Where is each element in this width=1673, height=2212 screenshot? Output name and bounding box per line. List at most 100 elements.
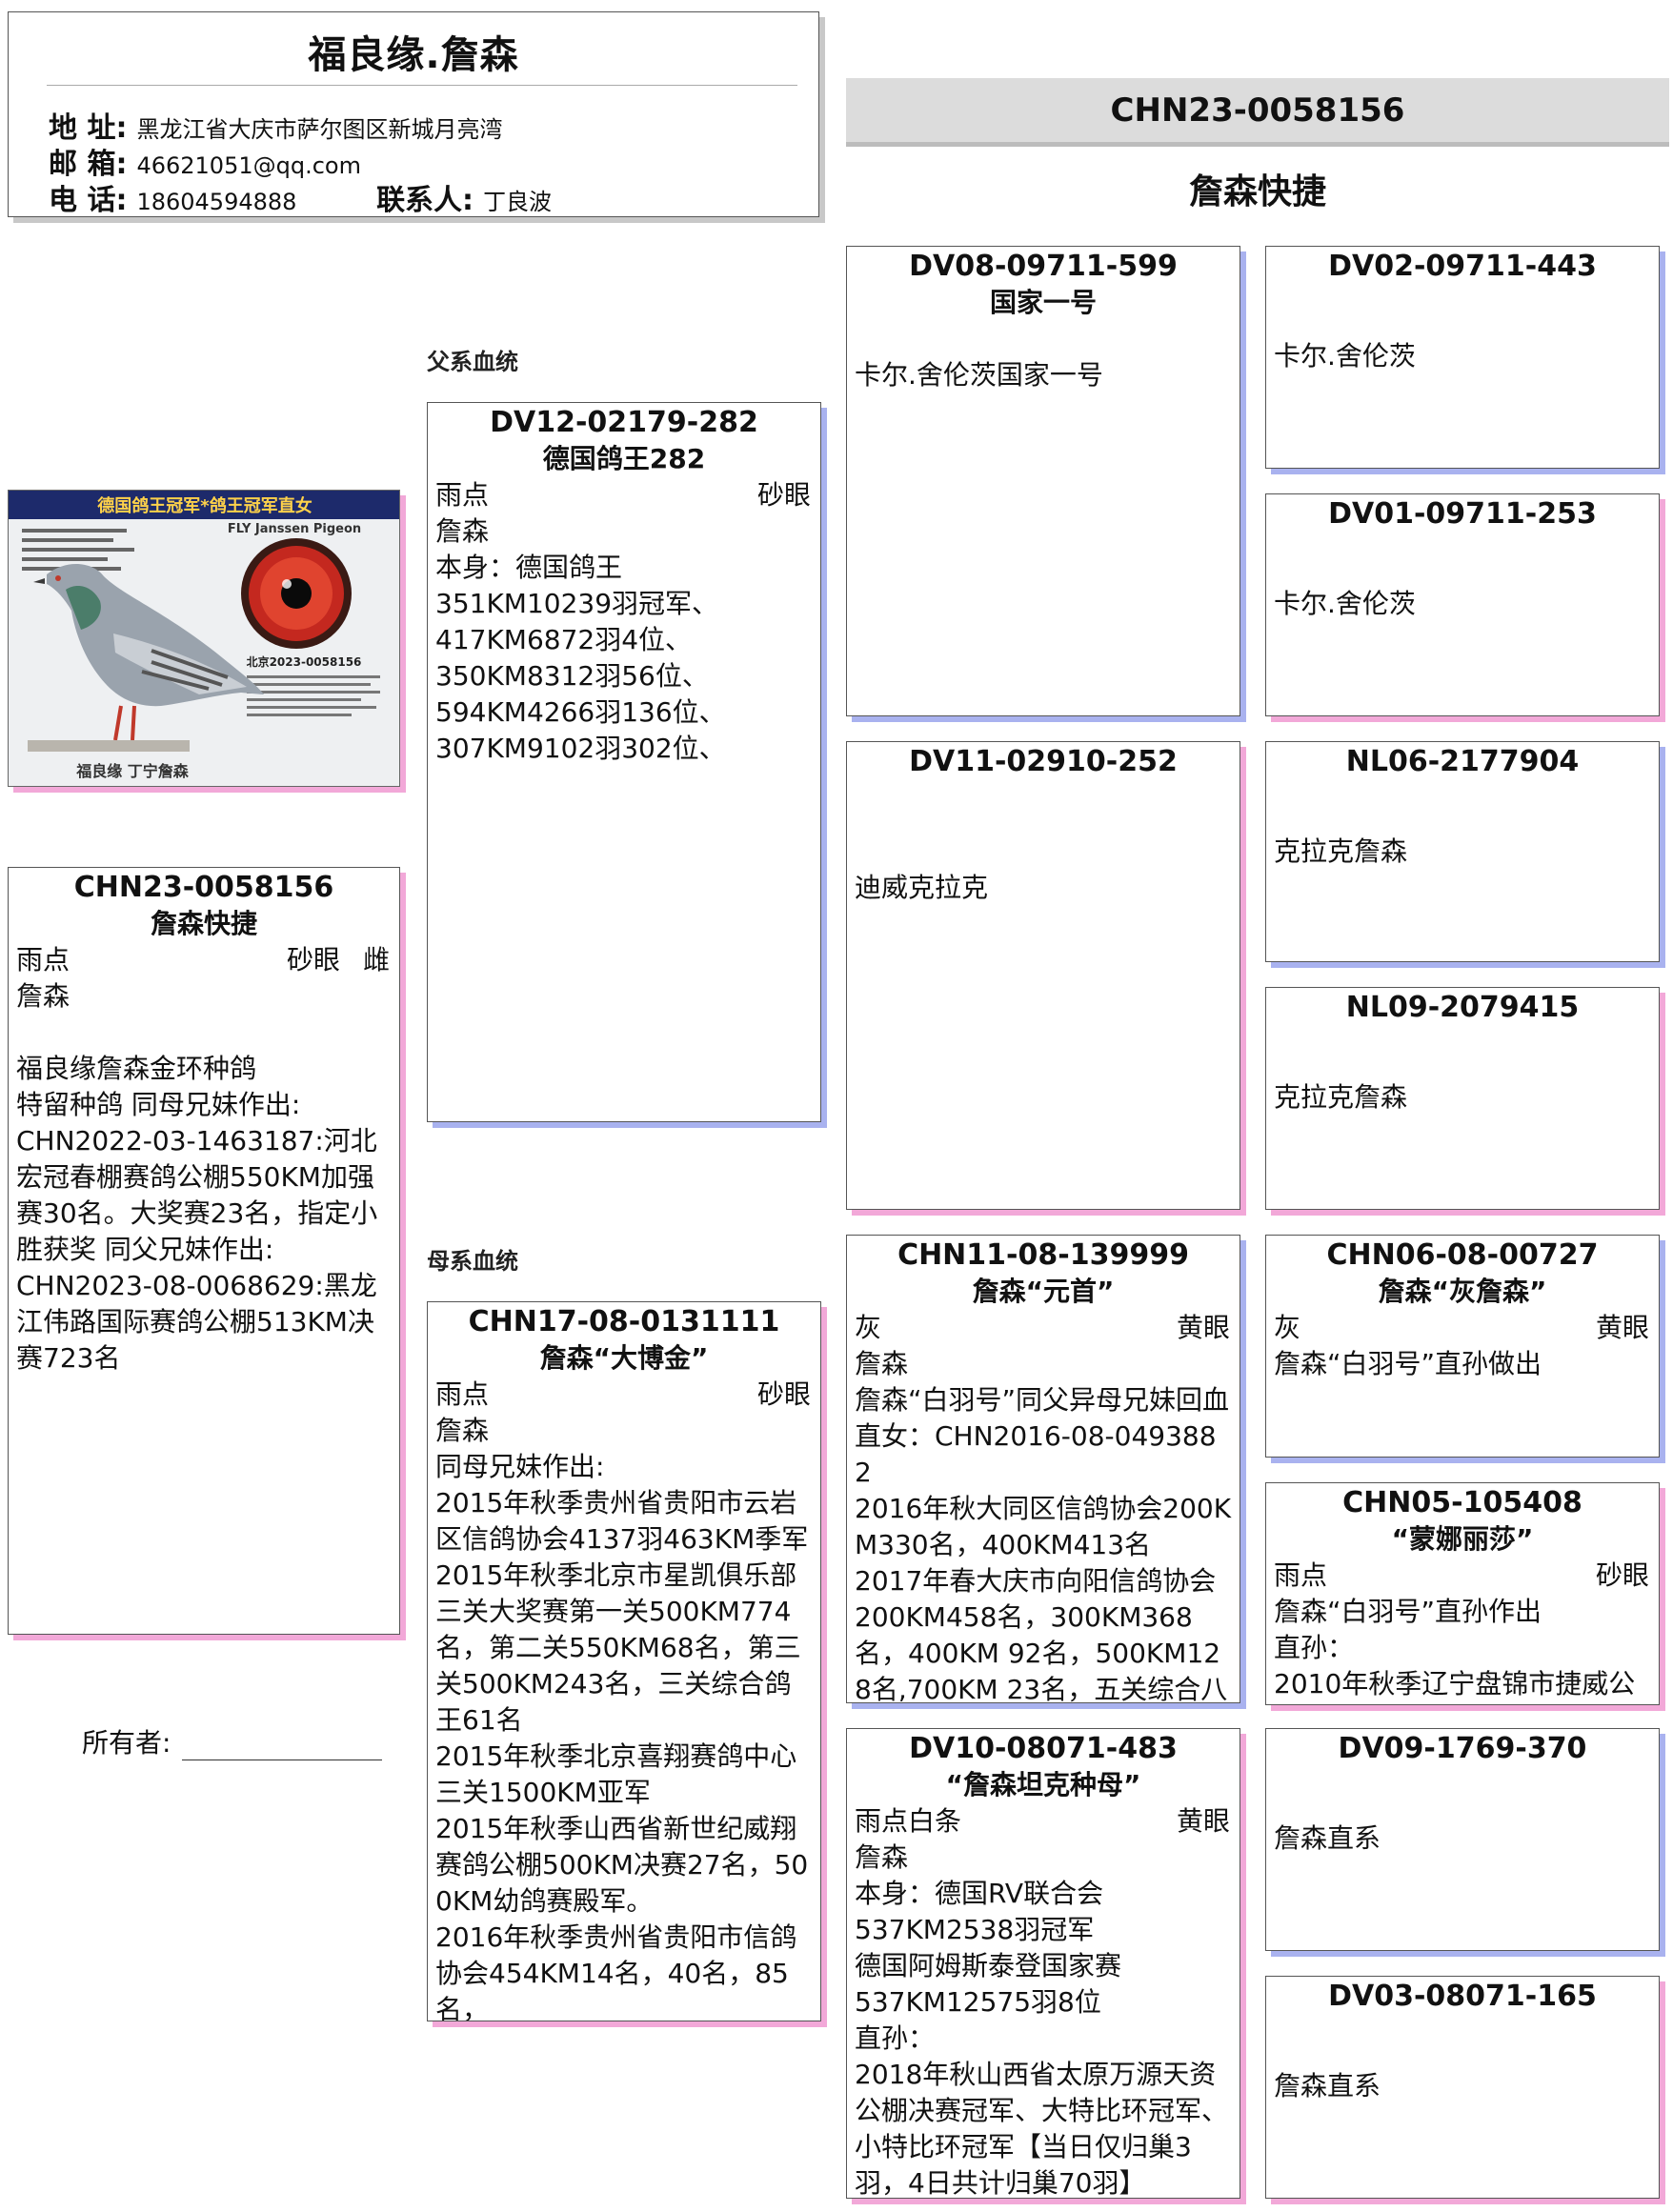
pigeon-photo: 德国鸽王冠军*鸽王冠军直女 FLY Janssen Pigeon 北京2023-… — [8, 490, 400, 787]
sire-name: 德国鸽王282 — [428, 441, 820, 477]
dam-eye: 砂眼 — [757, 1377, 811, 1413]
ggp-dss-ring: CHN06-08-00727 — [1266, 1237, 1659, 1274]
grandsire-maternal-color: 灰 — [855, 1310, 881, 1346]
sire-ring-number: DV12-02179-282 — [428, 405, 820, 441]
ggp-sdd-ring: NL09-2079415 — [1266, 990, 1659, 1026]
phone-value: 18604594888 — [136, 189, 296, 215]
grandsire-maternal-ring: CHN11-08-139999 — [847, 1237, 1240, 1274]
owner-label: 所有者: — [82, 1727, 171, 1759]
phone-label: 电 话: — [49, 184, 127, 217]
grandsire-maternal-card: CHN11-08-139999 詹森“元首” 灰 黄眼 詹森 詹森“白羽号”同父… — [846, 1235, 1240, 1703]
granddam-maternal-strain: 詹森 — [847, 1840, 1240, 1876]
breeder-title: 福良缘.詹森 — [9, 24, 818, 79]
subject-name-title: 詹森快捷 — [846, 164, 1669, 213]
contact-label: 联系人: — [376, 184, 474, 217]
ggp-dss-eye: 黄眼 — [1596, 1310, 1649, 1346]
subject-notes: 福良缘詹森金环种鸽 特留种鸽 同母兄妹作出: CHN2022-03-146318… — [9, 1051, 399, 1377]
ggp-sds-notes: 克拉克詹森 — [1266, 834, 1659, 870]
granddam-paternal-card: DV11-02910-252 迪威克拉克 — [846, 741, 1240, 1210]
dam-name: 詹森“大博金” — [428, 1340, 820, 1377]
ggp-sds-card: NL06-2177904 克拉克詹森 — [1265, 741, 1660, 962]
subject-eye: 砂眼 — [287, 944, 340, 975]
ggp-sdd-card: NL09-2079415 克拉克詹森 — [1265, 987, 1660, 1210]
owner-signature-line — [182, 1735, 382, 1760]
photo-ring-text: 北京2023-0058156 — [247, 654, 362, 669]
ggp-dsd-ring: CHN05-105408 — [1266, 1485, 1659, 1521]
granddam-maternal-notes: 本身：德国RV联合会 537KM2538羽冠军 德国阿姆斯泰登国家赛 537KM… — [847, 1876, 1240, 2199]
ggp-ssd-card: DV01-09711-253 卡尔.舍伦茨 — [1265, 493, 1660, 716]
grandsire-paternal-notes: 卡尔.舍伦茨国家一号 — [847, 357, 1240, 393]
subject-sex: 雌 — [363, 944, 390, 975]
ggp-dds-notes: 詹森直系 — [1266, 1820, 1659, 1857]
sire-attributes: 雨点 砂眼 — [428, 477, 820, 513]
subject-strain: 詹森 — [9, 978, 399, 1015]
ggp-dss-card: CHN06-08-00727 詹森“灰詹森” 灰 黄眼 詹森“白羽号”直孙做出 — [1265, 1235, 1660, 1458]
granddam-maternal-card: DV10-08071-483 “詹森坦克种母” 雨点白条 黄眼 詹森 本身：德国… — [846, 1728, 1240, 2199]
ggp-dss-notes: 詹森“白羽号”直孙做出 — [1266, 1346, 1659, 1382]
phone-line: 电 话: 18604594888 联系人: 丁良波 — [49, 176, 552, 218]
header-divider — [47, 85, 797, 86]
grandsire-maternal-name: 詹森“元首” — [847, 1274, 1240, 1310]
granddam-maternal-ring: DV10-08071-483 — [847, 1731, 1240, 1767]
granddam-paternal-ring: DV11-02910-252 — [847, 744, 1240, 780]
contact-value: 丁良波 — [483, 189, 552, 215]
dam-attributes: 雨点 砂眼 — [428, 1377, 820, 1413]
breeder-header: 福良缘.詹森 地 址:黑龙江省大庆市萨尔图区新城月亮湾 邮 箱:46621051… — [8, 11, 819, 217]
dam-strain: 詹森 — [428, 1413, 820, 1449]
ggp-dss-color: 灰 — [1274, 1310, 1300, 1346]
sire-card: DV12-02179-282 德国鸽王282 雨点 砂眼 詹森 本身：德国鸽王 … — [427, 402, 821, 1122]
granddam-maternal-attributes: 雨点白条 黄眼 — [847, 1803, 1240, 1840]
ggp-dsd-notes: 詹森“白羽号”直孙作出 直孙： 2010年秋季辽宁盘锦市捷威公 — [1266, 1594, 1659, 1702]
photo-footer-text: 福良缘 丁宁詹森 — [75, 762, 190, 780]
photo-subtitle-text: FLY Janssen Pigeon — [228, 522, 361, 536]
ggp-dsd-name: “蒙娜丽莎” — [1266, 1521, 1659, 1558]
ggp-sss-ring: DV02-09711-443 — [1266, 249, 1659, 285]
ggp-ssd-notes: 卡尔.舍伦茨 — [1266, 586, 1659, 622]
ggp-dsd-attributes: 雨点 砂眼 — [1266, 1558, 1659, 1594]
ggp-ddd-card: DV03-08071-165 詹森直系 — [1265, 1976, 1660, 2199]
ggp-ssd-ring: DV01-09711-253 — [1266, 496, 1659, 533]
sire-eye: 砂眼 — [757, 477, 811, 513]
dam-card: CHN17-08-0131111 詹森“大博金” 雨点 砂眼 詹森 同母兄妹作出… — [427, 1301, 821, 2021]
granddam-maternal-color: 雨点白条 — [855, 1803, 961, 1840]
grandsire-maternal-attributes: 灰 黄眼 — [847, 1310, 1240, 1346]
ggp-dsd-card: CHN05-105408 “蒙娜丽莎” 雨点 砂眼 詹森“白羽号”直孙作出 直孙… — [1265, 1482, 1660, 1705]
granddam-maternal-eye: 黄眼 — [1177, 1803, 1230, 1840]
sire-color: 雨点 — [435, 477, 489, 513]
grandsire-paternal-name: 国家一号 — [847, 285, 1240, 321]
ggp-sdd-notes: 克拉克詹森 — [1266, 1079, 1659, 1116]
ggp-sds-ring: NL06-2177904 — [1266, 744, 1659, 780]
ggp-dss-attributes: 灰 黄眼 — [1266, 1310, 1659, 1346]
dam-color: 雨点 — [435, 1377, 489, 1413]
subject-pigeon-card: CHN23-0058156 詹森快捷 雨点 砂眼雌 詹森 福良缘詹森金环种鸽 特… — [8, 867, 400, 1635]
granddam-paternal-notes: 迪威克拉克 — [847, 870, 1240, 906]
email-value: 46621051@qq.com — [136, 152, 361, 179]
ggp-ddd-ring: DV03-08071-165 — [1266, 1979, 1659, 2015]
granddam-maternal-name: “詹森坦克种母” — [847, 1767, 1240, 1803]
grandsire-paternal-ring: DV08-09711-599 — [847, 249, 1240, 285]
subject-ring-banner: CHN23-0058156 — [846, 78, 1669, 147]
ggp-dds-card: DV09-1769-370 詹森直系 — [1265, 1728, 1660, 1951]
mother-section-label: 母系血统 — [427, 1242, 518, 1276]
ggp-ddd-notes: 詹森直系 — [1266, 2068, 1659, 2104]
owner-field: 所有者: — [82, 1722, 382, 1760]
sire-strain: 詹森 — [428, 513, 820, 550]
subject-ring-number: CHN23-0058156 — [9, 870, 399, 906]
grandsire-maternal-notes: 詹森“白羽号”同父异母兄妹回血直女：CHN2016-08-0493882 201… — [847, 1382, 1240, 1703]
dam-ring-number: CHN17-08-0131111 — [428, 1304, 820, 1340]
photo-banner-text: 德国鸽王冠军*鸽王冠军直女 — [97, 495, 312, 516]
ggp-dds-ring: DV09-1769-370 — [1266, 1731, 1659, 1767]
dam-notes: 同母兄妹作出: 2015年秋季贵州省贵阳市云岩区信鸽协会4137羽463KM季军… — [428, 1449, 820, 2021]
address-value: 黑龙江省大庆市萨尔图区新城月亮湾 — [136, 116, 502, 143]
subject-attributes: 雨点 砂眼雌 — [9, 942, 399, 978]
ggp-dsd-eye: 砂眼 — [1596, 1558, 1649, 1594]
sire-notes: 本身：德国鸽王 351KM10239羽冠军、 417KM6872羽4位、 350… — [428, 550, 820, 767]
ggp-sss-notes: 卡尔.舍伦茨 — [1266, 338, 1659, 374]
ggp-dsd-color: 雨点 — [1274, 1558, 1327, 1594]
grandsire-paternal-card: DV08-09711-599 国家一号 卡尔.舍伦茨国家一号 — [846, 246, 1240, 716]
father-section-label: 父系血统 — [427, 343, 518, 376]
subject-pigeon-name: 詹森快捷 — [9, 906, 399, 942]
pigeon-photo-graphic: 德国鸽王冠军*鸽王冠军直女 FLY Janssen Pigeon 北京2023-… — [9, 491, 400, 787]
subject-color: 雨点 — [16, 942, 70, 978]
ggp-sss-card: DV02-09711-443 卡尔.舍伦茨 — [1265, 246, 1660, 469]
